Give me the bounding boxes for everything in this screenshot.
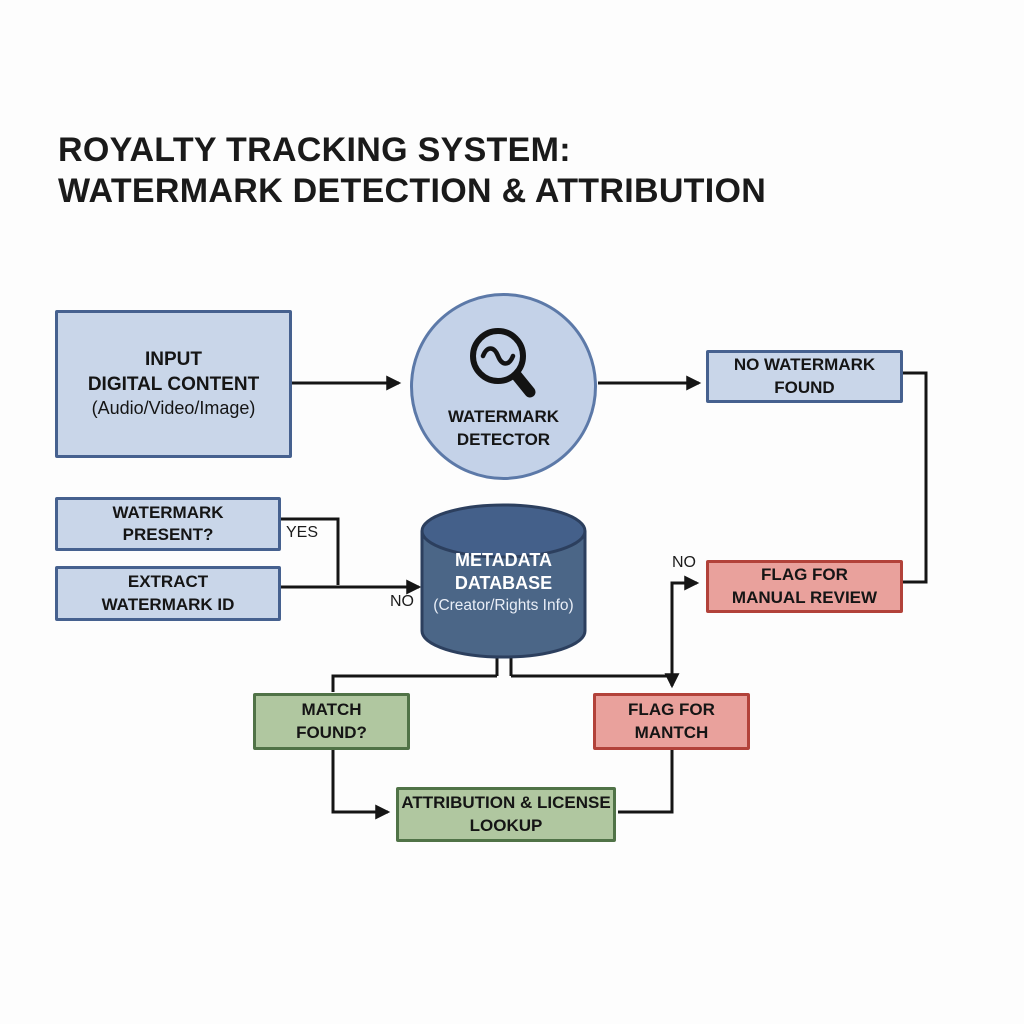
attribution-line1: ATTRIBUTION & LICENSE	[401, 793, 611, 813]
manual-review-line2: MANUAL REVIEW	[731, 587, 878, 607]
attribution-line2: LOOKUP	[469, 815, 543, 835]
edge-label-yes: YES	[286, 524, 319, 541]
database-line2: DATABASE	[454, 573, 553, 594]
input-node-line1: INPUT	[145, 349, 202, 371]
page-title-line2: WATERMARK DETECTION & ATTRIBUTION	[58, 171, 767, 210]
edge-label-no-database: NO	[390, 593, 414, 610]
page-title: ROYALTY TRACKING SYSTEM: WATERMARK DETEC…	[58, 130, 766, 212]
connector-database-to-match	[331, 674, 497, 692]
database-cylinder	[420, 503, 587, 659]
page-title-line1: ROYALTY TRACKING SYSTEM:	[58, 131, 571, 169]
flag-mantch-line1: FLAG FOR	[628, 700, 715, 720]
attribution-license-lookup-node: ATTRIBUTION & LICENSE LOOKUP	[396, 787, 616, 842]
input-node-line2: DIGITAL CONTENT	[87, 374, 260, 396]
match-found-line2: FOUND?	[296, 722, 367, 742]
database-line1: METADATA	[455, 550, 552, 570]
flag-mantch-line2: MANTCH	[634, 722, 709, 742]
connector-present-yes	[281, 517, 340, 585]
input-node-line3: (Audio/Video/Image)	[91, 398, 256, 419]
watermark-detector-node: WATERMARK DETECTOR	[410, 293, 597, 480]
connector-match-to-attribution	[331, 750, 391, 820]
magnifier-wave-icon	[469, 328, 535, 398]
match-found-node: MATCH FOUND?	[253, 693, 410, 750]
connector-no-to-review	[670, 575, 700, 676]
extract-id-line2: WATERMARK ID	[101, 594, 235, 614]
flag-manual-review-node: FLAG FOR MANUAL REVIEW	[706, 560, 903, 613]
no-watermark-found-node: NO WATERMARK FOUND	[706, 350, 903, 403]
connector-mantch-to-attribution	[618, 750, 674, 814]
detector-node-line2: DETECTOR	[456, 429, 551, 449]
manual-review-line1: FLAG FOR	[761, 565, 848, 585]
input-digital-content-node: INPUT DIGITAL CONTENT (Audio/Video/Image…	[55, 310, 292, 458]
match-found-line1: MATCH	[301, 700, 362, 720]
detector-node-line1: WATERMARK	[447, 407, 560, 427]
flag-mantch-node: FLAG FOR MANTCH	[593, 693, 750, 750]
watermark-present-line1: WATERMARK	[112, 502, 224, 522]
connector-no-watermark-to-review	[901, 371, 928, 584]
watermark-present-line2: PRESENT?	[122, 525, 214, 544]
extract-id-line1: EXTRACT	[127, 572, 209, 592]
edge-label-no-review: NO	[672, 554, 696, 571]
database-line3: (Creator/Rights Info)	[433, 596, 574, 614]
metadata-database-node: METADATA DATABASE (Creator/Rights Info)	[422, 549, 585, 616]
no-watermark-line1: NO WATERMARK	[733, 355, 876, 375]
no-watermark-line2: FOUND	[774, 377, 835, 397]
watermark-present-node: WATERMARK PRESENT?	[55, 497, 281, 551]
extract-watermark-id-node: EXTRACT WATERMARK ID	[55, 566, 281, 621]
